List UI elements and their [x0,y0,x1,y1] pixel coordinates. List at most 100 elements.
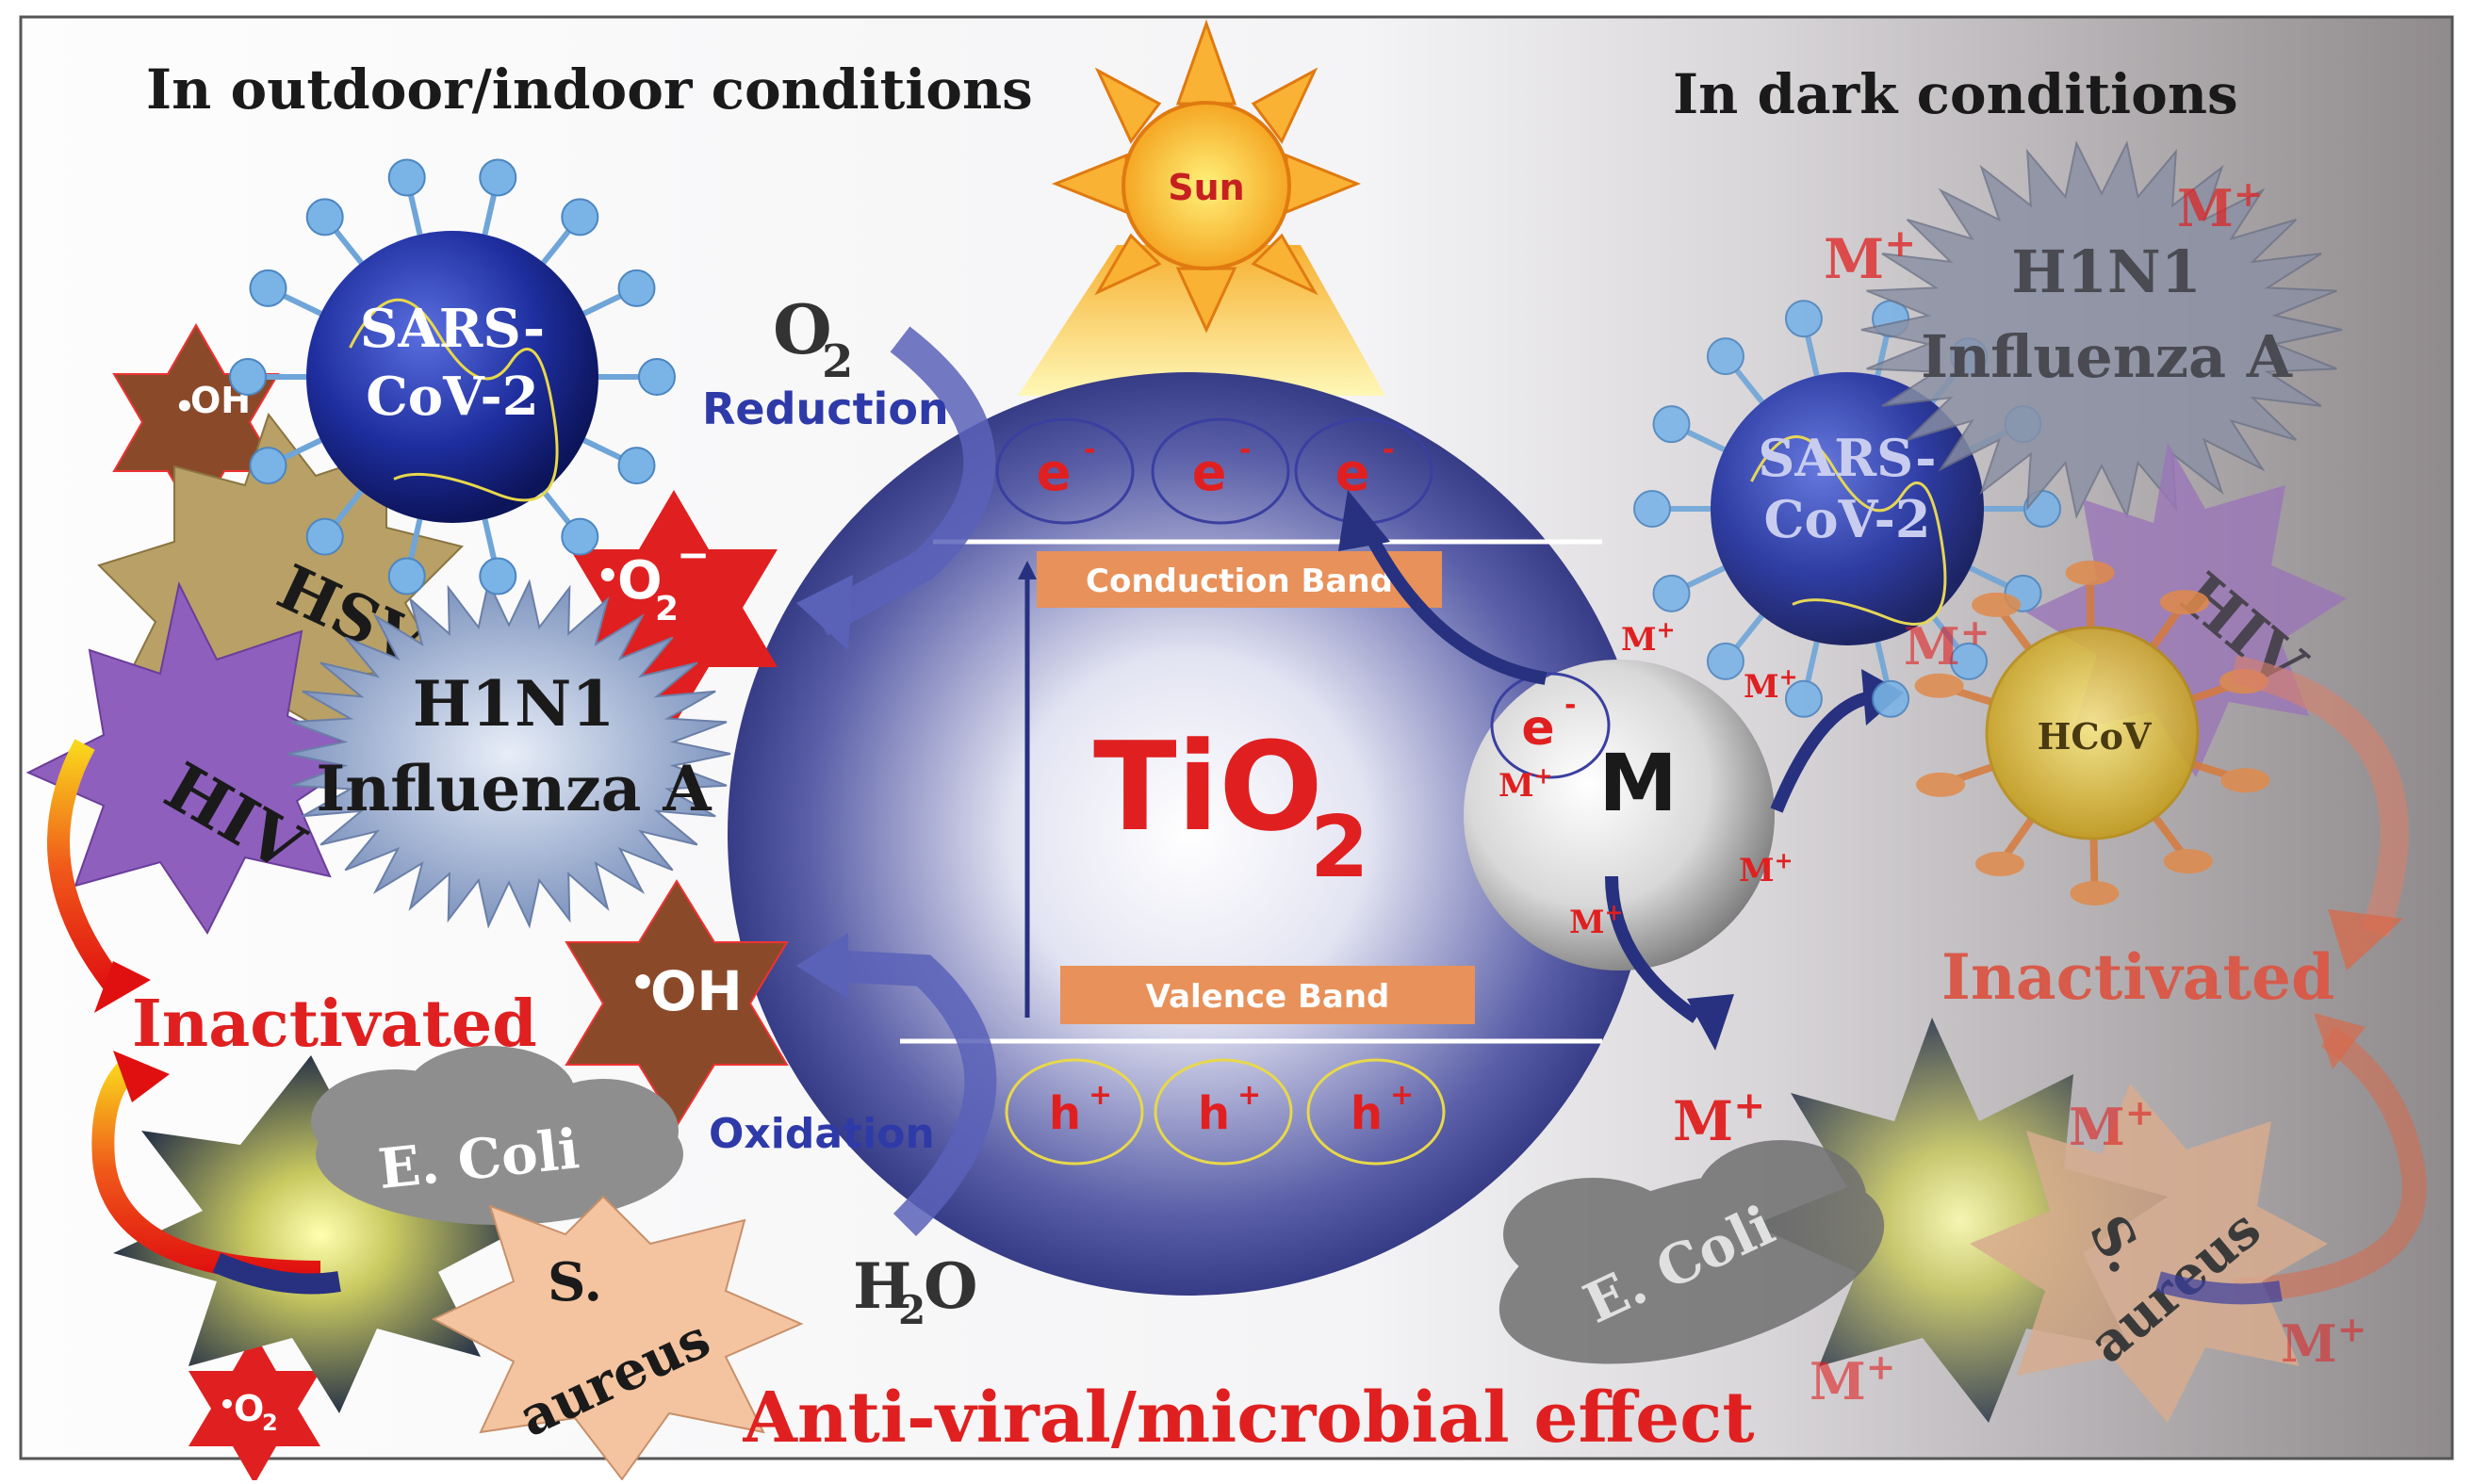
spike-tip [1950,642,1989,680]
rna-strand [349,298,559,502]
inactivation-arrow-left-bottom-head [113,1051,170,1102]
oxidation-arrow [828,950,997,1237]
hiv-virus-left [25,580,370,935]
valence-band-box [1060,966,1475,1024]
spike-tip [479,557,517,595]
virus-envelope [1711,372,1984,645]
sars-label-right-line1: SARS- [1758,428,1936,488]
spike-tip [638,358,676,396]
metal-to-bacteria-arrow [1605,875,1700,1023]
svg-text:•: • [174,388,195,426]
hcov-virus [1914,561,2270,905]
spike-protein [331,225,364,265]
metal-ion: M+ [2177,172,2263,238]
spike-tip [2163,849,2213,874]
spike-tip [2070,880,2120,905]
sun-icon [1051,19,1362,334]
svg-text:O: O [773,289,832,369]
conduction-band-box [1037,551,1442,608]
metal-ion: M+ [1824,220,1916,291]
effect-label: Anti-viral/microbial effect [742,1378,1754,1459]
svg-text:2: 2 [262,1410,278,1436]
spike-tip [2159,590,2209,615]
spike-tip [561,198,599,236]
spike-protein [1681,427,1726,452]
navy-arrow-right-bottom [2154,1271,2283,1305]
spike-tip [1652,574,1691,612]
metal-ion: M+ [1499,762,1553,805]
spike-tip [387,158,426,197]
spike-tip [249,269,287,307]
reduction-arrow [811,326,996,636]
svg-text:O: O [924,1249,978,1323]
svg-text:2: 2 [1310,798,1369,897]
metal-electron-orbit [1490,672,1611,779]
spike-tip [617,447,656,485]
metal-label: M [1598,737,1678,829]
svg-text:e: e [1521,700,1554,757]
h1n1-label-right-line2: Influenza A [1921,322,2293,391]
o2-label: O 2 [773,289,853,388]
metal-ion: M+ [1739,847,1793,889]
metal-ions: M+M+M+M+M+M+M+M+M+M+M+M+ [1499,172,2367,1411]
inactivation-arrow-right-bottom [2233,1026,2427,1303]
spike-tip [305,517,344,556]
virus-envelope [306,231,598,523]
svg-text:−: − [677,531,710,578]
svg-text:OH: OH [650,959,743,1023]
spike-tip [1706,642,1744,680]
spike-tip [1972,592,2022,617]
svg-text:H: H [853,1249,911,1323]
sars-cov-2-virus-left [229,158,676,595]
spike-tip [229,358,267,396]
svg-text:h: h [1049,1087,1081,1140]
heading-left: In outdoor/indoor conditions [146,57,1033,122]
electron-3: e - [1294,417,1433,525]
spike-tip [1652,405,1691,444]
reduction-arrow-head [796,575,853,650]
metal-to-virus-arrow [1770,691,1873,813]
hcov-label: HCoV [2038,715,2153,758]
spike-tip [1784,300,1823,338]
svg-text:•: • [630,959,656,1007]
spike-protein [582,437,627,463]
h1n1-virus-left [287,579,731,929]
inactivated-label-right: Inactivated [1941,940,2334,1014]
electron-1: e - [995,417,1135,525]
metal-to-tio2-arrow [1360,524,1548,685]
spike-protein [278,291,322,317]
metal-ion: M+ [2069,1091,2154,1157]
svg-text:2: 2 [655,590,679,628]
spike-protein [541,225,574,265]
spike-tip [2220,768,2270,793]
superoxide-radical-bottom: • O 2 [188,1333,320,1484]
svg-text:e: e [1192,443,1227,502]
s-aureus-left [431,1195,804,1481]
spike-protein [1681,565,1726,591]
spike-tip [2065,561,2115,586]
svg-text:TiO: TiO [1093,715,1323,858]
spike-protein [1875,641,1891,687]
electron-2: e - [1151,417,1290,525]
svg-text:O: O [234,1388,264,1429]
spike-protein [1804,641,1820,687]
spike-tip [617,269,656,307]
inactivation-arrow-right-top [2230,655,2409,938]
svg-text:e: e [1335,443,1370,502]
spike-tip [1784,679,1823,718]
svg-text:-: - [1564,689,1576,722]
svg-text:+: + [1089,1079,1112,1112]
hydroxyl-radical-middle: • OH [565,879,789,1128]
spike-tip [479,158,517,197]
hole-2: h + [1154,1058,1293,1166]
svg-text:-: - [1239,433,1251,466]
spike-tip [1872,679,1910,718]
metal-ion: M+ [1810,1345,1895,1411]
sars-cov-2-virus-right [1633,300,2061,718]
spike-tip [561,517,599,556]
spike-tip [1706,337,1744,376]
spike-protein [482,518,499,564]
spike-protein [1731,365,1764,404]
metal-ion: M+ [1569,899,1624,941]
